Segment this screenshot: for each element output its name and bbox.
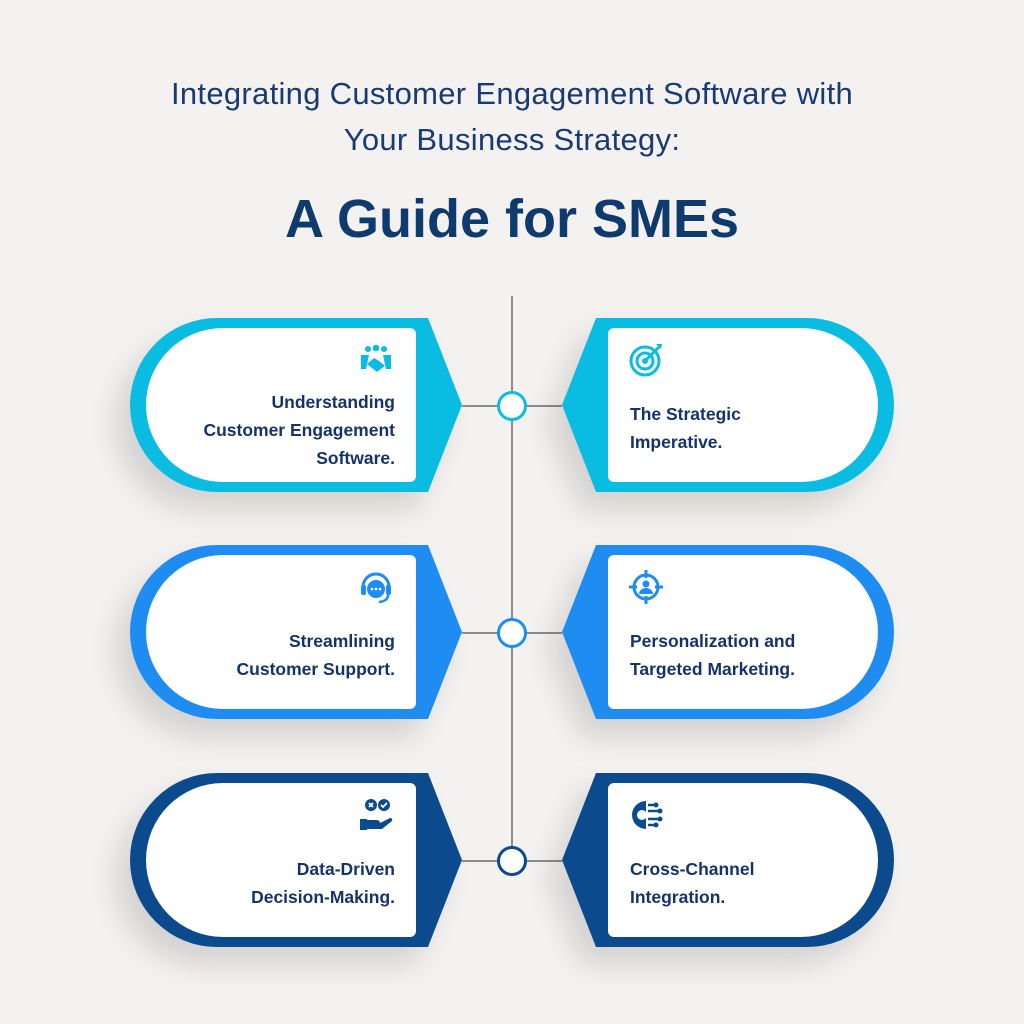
card-label-line: Integration.	[630, 887, 726, 907]
card-label-line: Software.	[316, 448, 395, 468]
title-line-2: Your Business Strategy:	[343, 122, 681, 157]
card-label-line: Targeted Marketing.	[630, 659, 795, 679]
target-icon	[629, 344, 662, 377]
card-label-line: Customer Support.	[236, 659, 395, 679]
hand-decision-icon	[360, 799, 393, 830]
handshake-team-icon	[361, 344, 391, 372]
timeline-line	[511, 296, 513, 876]
card-label-line: Personalization and	[630, 631, 796, 651]
person-target-icon	[629, 570, 663, 604]
headset-chat-icon	[361, 572, 391, 604]
timeline-node	[497, 846, 527, 876]
timeline-node	[497, 391, 527, 421]
card-label-line: Decision-Making.	[251, 887, 395, 907]
card-body	[608, 783, 878, 937]
card-label-line: The Strategic	[630, 404, 741, 424]
title-line-1: Integrating Customer Engagement Software…	[170, 76, 854, 111]
timeline-node	[497, 618, 527, 648]
card-label-line: Streamlining	[289, 631, 395, 651]
card-body	[146, 328, 416, 482]
card-label-line: Imperative.	[630, 432, 723, 452]
page-title: A Guide for SMEs	[284, 189, 740, 249]
card-label-line: Customer Engagement	[203, 420, 395, 440]
card-label-line: Cross-Channel	[630, 859, 755, 879]
card-label-line: Data-Driven	[296, 859, 395, 879]
gear-circuit-icon	[632, 801, 663, 829]
card-body	[146, 555, 416, 709]
card-body	[608, 555, 878, 709]
card-label-line: Understanding	[271, 392, 395, 412]
